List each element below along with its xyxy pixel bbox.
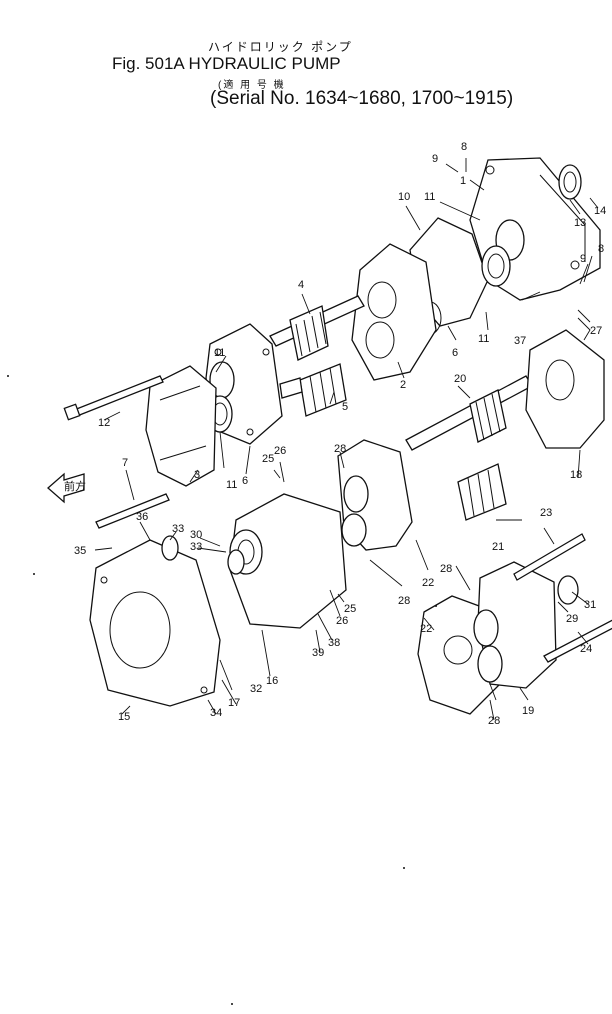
callout: 11 — [226, 479, 237, 491]
callout: 18 — [570, 469, 582, 481]
mounting-flange — [89, 539, 221, 707]
callout: 6 — [242, 475, 248, 487]
callout: 34 — [210, 707, 222, 719]
input-housing — [229, 493, 347, 629]
leader-lines — [94, 158, 599, 721]
callout: 14 — [594, 205, 606, 217]
serial-subtitle-japanese: (適 用 号 機 — [218, 80, 286, 91]
callout: 39 — [312, 647, 324, 659]
callout: 22 — [422, 577, 434, 589]
callout: 9 — [580, 253, 586, 265]
callout: 38 — [328, 637, 340, 649]
through-bolt — [63, 375, 164, 421]
figure-title: Fig. 501A HYDRAULIC PUMP — [112, 54, 341, 73]
callout: 28 — [440, 563, 452, 575]
stud-bolt — [95, 493, 170, 529]
callout: 22 — [420, 623, 432, 635]
callout: 10 — [398, 191, 410, 203]
callout: 32 — [250, 683, 262, 695]
callout: 28 — [488, 715, 500, 727]
callout: 30 — [190, 529, 202, 541]
callout: 5 — [342, 401, 348, 413]
figure-title-japanese: ハイドロリック ポンプ — [208, 40, 353, 54]
callout: 33 — [172, 523, 184, 535]
callout: 35 — [74, 545, 86, 557]
rear-bushing-pair — [481, 219, 525, 287]
callout: 19 — [522, 705, 534, 717]
callout: 9 — [432, 153, 438, 165]
callout: 26 — [336, 615, 348, 627]
callout: 29 — [566, 613, 578, 625]
callout: 15 — [118, 711, 130, 723]
callout: 27 — [590, 325, 602, 337]
callout: 23 — [540, 507, 552, 519]
callout: 24 — [580, 643, 592, 655]
second-driven-gear — [457, 463, 507, 521]
callout: 7 — [122, 457, 128, 469]
drive-gear-shaft — [269, 295, 365, 361]
callout: 11 — [478, 333, 489, 345]
driven-gear-shaft — [279, 363, 347, 417]
callout: 20 — [454, 373, 466, 385]
callout: 26 — [274, 445, 286, 457]
callout: 2 — [400, 379, 406, 391]
callout: 28 — [398, 595, 410, 607]
callout: 13 — [574, 217, 586, 229]
callout: 21 — [492, 541, 504, 553]
rear-pump-body — [473, 561, 557, 689]
callout: 25 — [262, 453, 274, 465]
callout: 11 — [214, 347, 225, 359]
front-cover — [145, 365, 217, 487]
callout: 17 — [228, 697, 240, 709]
callout: 4 — [298, 279, 304, 291]
callout: 33 — [190, 541, 202, 553]
callout: 25 — [344, 603, 356, 615]
front-pump-body — [351, 243, 437, 381]
long-bolt — [513, 533, 612, 663]
callout: 11 — [424, 191, 435, 203]
callout: 36 — [136, 511, 148, 523]
serial-range: (Serial No. 1634~1680, 1700~1915) — [210, 88, 514, 109]
callout: 6 — [452, 347, 458, 359]
direction-arrow: 前方 — [47, 472, 86, 504]
callout-numbers: 8 9 13 14 10 11 1 9 8 27 37 11 6 4 2 11 … — [74, 141, 606, 727]
callout: 31 — [584, 599, 596, 611]
callout: 1 — [460, 175, 466, 187]
oil-seal-stack — [161, 535, 245, 575]
second-pump-body — [525, 329, 605, 449]
direction-arrow-label: 前方 — [64, 479, 86, 493]
scan-specks — [7, 375, 437, 1005]
second-gear-shaft — [405, 375, 533, 451]
middle-plate-assembly — [337, 439, 413, 551]
callout: 8 — [598, 243, 604, 255]
callout: 28 — [334, 443, 346, 455]
callout: 16 — [266, 675, 278, 687]
callout: 8 — [461, 141, 467, 153]
rear-seal-ring — [557, 575, 579, 605]
seal-ring — [558, 164, 582, 200]
callout: 37 — [514, 335, 526, 347]
callout: 12 — [98, 417, 110, 429]
callout: 3 — [194, 469, 200, 481]
